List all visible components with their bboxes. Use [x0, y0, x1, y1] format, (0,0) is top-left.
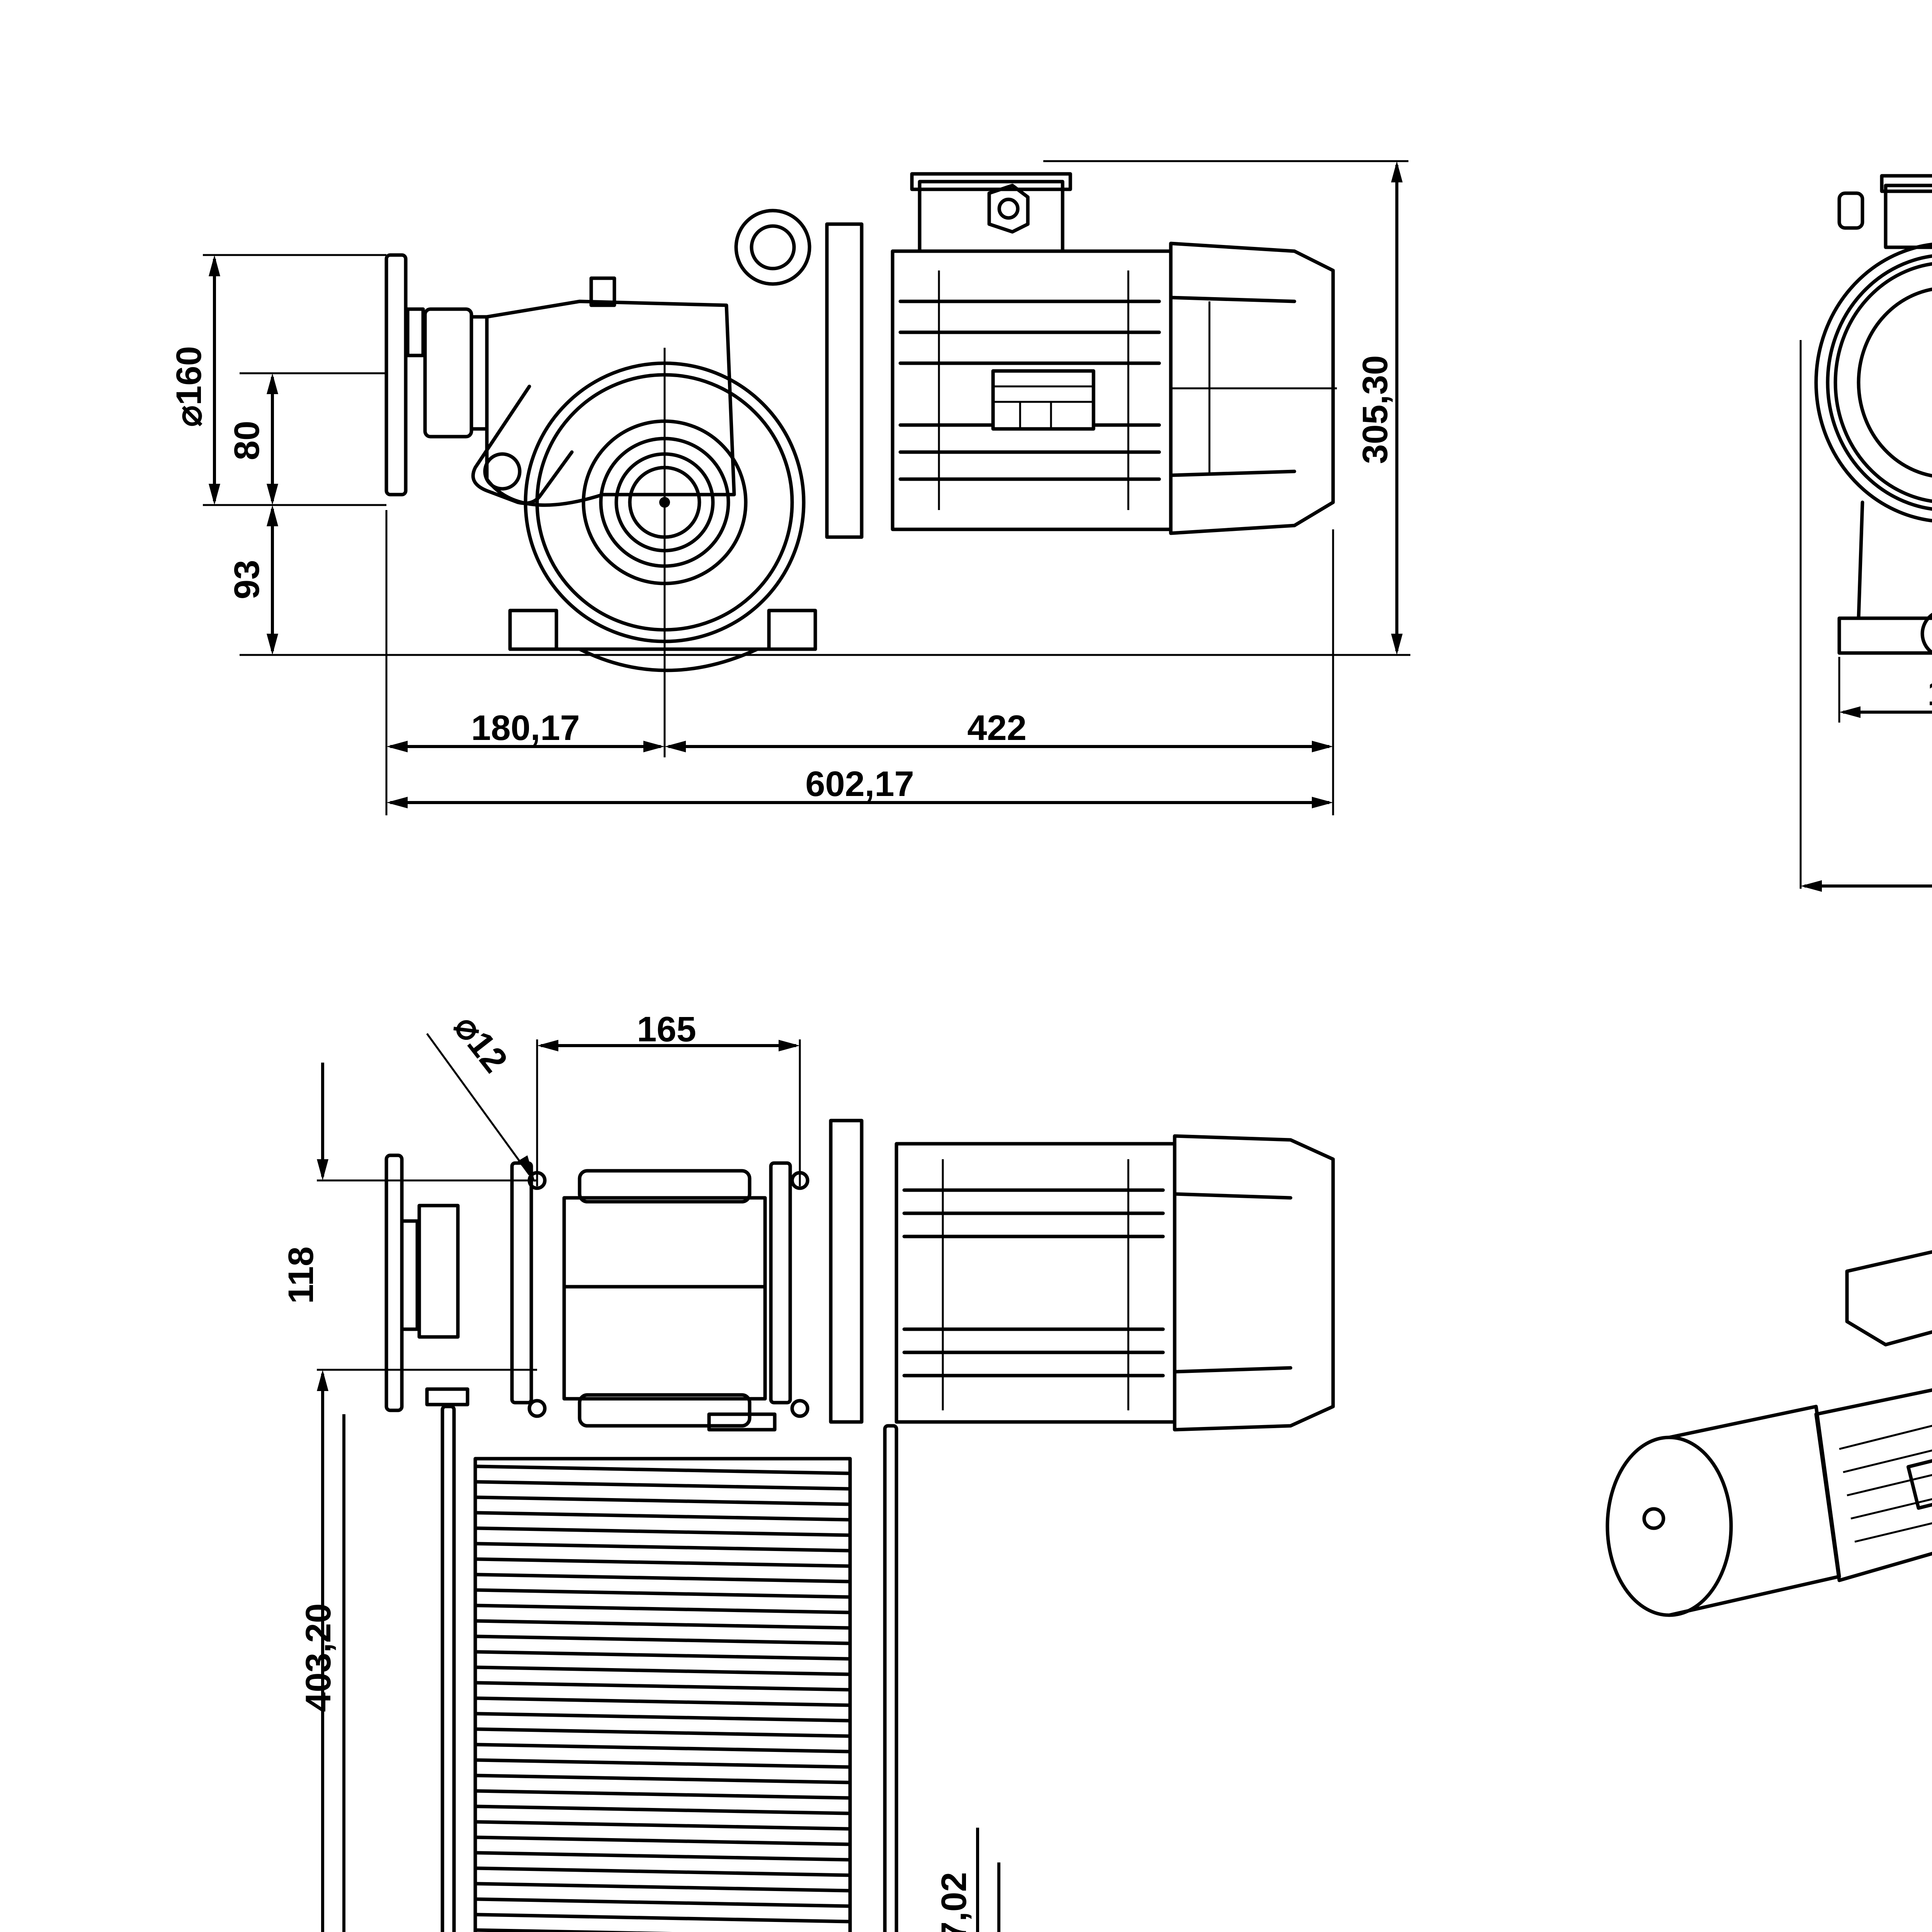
guide-rod-top: [440, 1405, 456, 1932]
drum-groove: [475, 1526, 850, 1537]
drum-groove: [475, 1495, 850, 1506]
drum-groove: [475, 1820, 850, 1831]
drum-groove: [475, 1758, 850, 1769]
side-view: [1814, 174, 1932, 655]
drum-groove: [475, 1573, 850, 1583]
drum-groove: [475, 1727, 850, 1738]
top-view: [384, 1119, 1335, 1932]
drum-groove: [475, 1619, 850, 1630]
mount-hole: [790, 1399, 810, 1418]
flange-disc: [384, 253, 408, 497]
drum-grooves-top: [475, 1464, 850, 1932]
drum-bracket-right: [707, 1412, 777, 1432]
drum-groove: [475, 1464, 850, 1475]
flange-disc-top: [384, 1153, 404, 1412]
front-view-dimensions: ⌀160 80 93 305,30 180,17 422: [169, 160, 1410, 815]
drum-groove: [475, 1542, 850, 1553]
drum-groove: [475, 1897, 850, 1908]
bearing-housing: [423, 307, 473, 439]
drum-groove: [475, 1774, 850, 1784]
flange-hub: [406, 307, 425, 357]
gearbox-side-plate-left: [510, 1161, 533, 1405]
iso-terminal-box: [1845, 1250, 1932, 1347]
drum-groove: [475, 1743, 850, 1753]
dim-hole-diameter: ⌀12: [447, 1007, 515, 1080]
drum-groove: [475, 1913, 850, 1923]
dim-left-to-shaft: 180,17: [471, 708, 580, 748]
drum-groove: [475, 1681, 850, 1692]
isometric-view: [1605, 1250, 1932, 1617]
drum-groove: [475, 1789, 850, 1800]
drum-groove: [475, 1712, 850, 1723]
drum-groove: [475, 1804, 850, 1815]
dim-flange-diameter: ⌀160: [169, 346, 209, 427]
drum-groove: [475, 1557, 850, 1568]
motor-flange-top: [829, 1119, 864, 1424]
dim-flange-height: 118: [281, 1247, 321, 1304]
gearbox-body-top: [562, 1196, 767, 1401]
motor-end-cover: [1814, 243, 1932, 522]
drum-groove: [475, 1480, 850, 1491]
iso-motor-body: [1814, 1388, 1932, 1582]
drum-groove: [475, 1665, 850, 1676]
dim-shaft-to-flange: 80: [227, 421, 267, 460]
drum-groove: [475, 1511, 850, 1522]
dim-hole-spacing: 165: [637, 1010, 696, 1049]
iso-nameplate: [1906, 1454, 1932, 1510]
drum-groove: [475, 1866, 850, 1877]
dim-overall-length: 602,17: [805, 764, 914, 804]
gearbox-foot-left: [508, 609, 558, 651]
rope-drum-top: [473, 1457, 852, 1932]
dim-base-width: 148: [1927, 673, 1932, 713]
motor-nameplate: [991, 369, 1095, 431]
drum-groove: [475, 1882, 850, 1893]
front-view: [384, 172, 1337, 757]
dim-drum-to-base: 403,20: [299, 1603, 338, 1712]
dim-shaft-to-right: 422: [967, 708, 1027, 748]
gearbox-side-plate-right: [769, 1161, 792, 1405]
eye-bolt: [734, 209, 811, 286]
drum-groove: [475, 1696, 850, 1707]
motor-body-top: [895, 1142, 1177, 1424]
gearbox-base-side: [1837, 616, 1932, 655]
motor-fan-cover: [1169, 242, 1335, 535]
drum-groove: [475, 1604, 850, 1614]
motor-fan-cover-top: [1173, 1134, 1335, 1432]
drum-groove: [475, 1588, 850, 1599]
gearbox-housing: [485, 299, 736, 507]
dim-base-offset: 17,02: [934, 1872, 974, 1932]
motor-flange: [825, 222, 864, 539]
dim-total-height: 305,30: [1355, 355, 1395, 464]
bearing-housing-top: [417, 1204, 460, 1339]
terminal-box: [918, 180, 1065, 253]
drum-groove: [475, 1835, 850, 1846]
side-view-dimensions: 148 310 596,50 43,80 ⌀240x⌀6,5 26M. TAMB…: [1799, 340, 1932, 892]
cable-gland-side: [1837, 191, 1864, 230]
drum-groove: [475, 1650, 850, 1661]
gearbox-foot-right: [767, 609, 817, 651]
iso-motor-fan-cover: [1605, 1435, 1733, 1617]
motor-cooling-fins: [898, 270, 1161, 510]
mount-hole: [527, 1399, 547, 1418]
drum-groove: [475, 1634, 850, 1645]
dim-shaft-height: 93: [227, 560, 267, 599]
drum-groove: [475, 1851, 850, 1862]
drum-groove: [475, 1928, 673, 1932]
torque-arm: [471, 384, 574, 505]
terminal-box-side: [1884, 184, 1932, 249]
drum-bracket-left: [425, 1387, 469, 1406]
cable-gland: [987, 184, 1030, 234]
